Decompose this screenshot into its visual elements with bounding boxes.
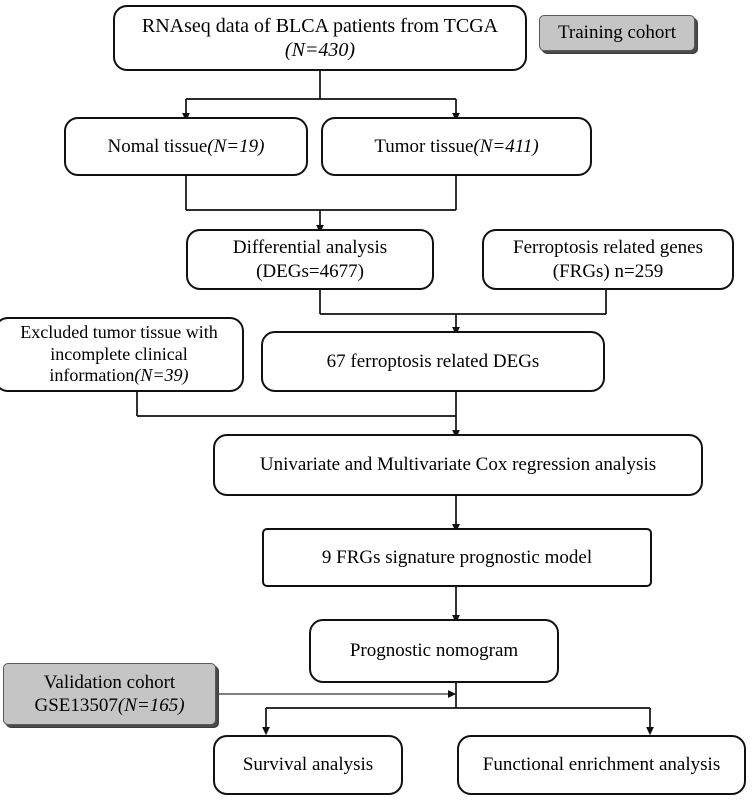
- training-cohort-label: Training cohort: [557, 22, 677, 44]
- node-ferroptosis-genes[interactable]: Ferroptosis related genes (FRGs) n=259: [482, 229, 734, 290]
- node-excluded-tumor-tissue[interactable]: Excluded tumor tissue with incomplete cl…: [0, 317, 244, 392]
- ferroptosis-degs-label: 67 ferroptosis related DEGs: [326, 350, 540, 372]
- cox-label: Univariate and Multivariate Cox regressi…: [259, 454, 657, 476]
- normal-tissue-count: (N=19): [207, 135, 265, 157]
- source-line2: (N=430): [284, 39, 356, 61]
- node-training-cohort[interactable]: Training cohort: [539, 15, 695, 51]
- node-prognostic-nomogram[interactable]: Prognostic nomogram: [309, 619, 559, 683]
- node-functional-enrichment[interactable]: Functional enrichment analysis: [457, 735, 746, 795]
- model-label: 9 FRGs signature prognostic model: [321, 546, 593, 568]
- differential-line2: (DEGs=4677): [256, 260, 364, 282]
- node-prognostic-model[interactable]: 9 FRGs signature prognostic model: [262, 528, 652, 587]
- tumor-tissue-count: (N=411): [473, 135, 539, 157]
- enrichment-label: Functional enrichment analysis: [482, 754, 721, 776]
- validation-count: (N=165): [117, 695, 185, 716]
- node-ferroptosis-degs[interactable]: 67 ferroptosis related DEGs: [261, 331, 605, 392]
- nomogram-label: Prognostic nomogram: [349, 640, 519, 662]
- validation-line2: GSE13507: [34, 695, 118, 716]
- validation-line1: Validation cohort: [43, 671, 176, 693]
- node-source-data[interactable]: RNAseq data of BLCA patients from TCGA (…: [113, 5, 527, 71]
- excluded-count: (N=39): [134, 365, 189, 386]
- normal-tissue-label: Nomal tissue: [107, 135, 208, 157]
- differential-line1: Differential analysis: [232, 237, 388, 259]
- node-cox-regression[interactable]: Univariate and Multivariate Cox regressi…: [213, 434, 703, 496]
- tumor-tissue-label: Tumor tissue: [374, 135, 474, 157]
- source-line1: RNAseq data of BLCA patients from TCGA: [141, 14, 499, 37]
- node-normal-tissue[interactable]: Nomal tissue(N=19): [64, 117, 308, 176]
- excluded-line2: incomplete clinical: [50, 343, 188, 364]
- node-validation-cohort[interactable]: Validation cohort GSE13507(N=165): [3, 663, 216, 725]
- node-tumor-tissue[interactable]: Tumor tissue(N=411): [321, 117, 592, 176]
- node-differential-analysis[interactable]: Differential analysis (DEGs=4677): [186, 229, 434, 290]
- node-survival-analysis[interactable]: Survival analysis: [213, 735, 403, 795]
- excluded-line3: information: [49, 365, 135, 386]
- excluded-line1: Excluded tumor tissue with: [20, 321, 218, 342]
- survival-label: Survival analysis: [242, 754, 374, 776]
- ferroptosis-genes-line2: (FRGs) n=259: [552, 260, 664, 282]
- ferroptosis-genes-line1: Ferroptosis related genes: [513, 237, 703, 259]
